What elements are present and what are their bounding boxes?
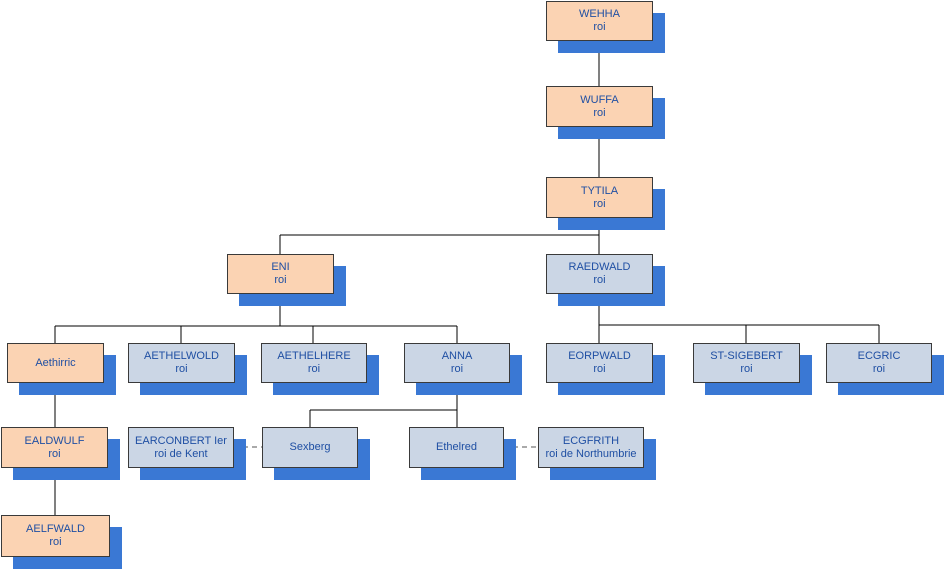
node-title: roi de Kent — [154, 447, 208, 460]
node-st-sigebert: ST-SIGEBERT roi — [693, 343, 800, 383]
node-name: ST-SIGEBERT — [710, 350, 783, 362]
node-aethirric: Aethirric — [7, 343, 104, 383]
node-sexberg: Sexberg — [262, 427, 358, 468]
node-title: roi — [593, 363, 606, 375]
node-name: RAEDWALD — [568, 261, 631, 273]
node-name: EORPWALD — [568, 350, 631, 362]
node-raedwald: RAEDWALD roi — [546, 254, 653, 294]
node-title: roi — [593, 274, 606, 286]
node-aethelhere: AETHELHERE roi — [261, 343, 367, 383]
node-tytila: TYTILA roi — [546, 177, 653, 218]
node-anna: ANNA roi — [404, 343, 510, 383]
node-name: Aethirric — [35, 356, 76, 369]
node-name: WUFFA — [580, 93, 619, 106]
node-title: roi — [48, 447, 61, 460]
node-eorpwald: EORPWALD roi — [546, 343, 653, 383]
node-wuffa: WUFFA roi — [546, 86, 653, 127]
node-name: AELFWALD — [26, 523, 85, 535]
node-aelfwald: AELFWALD roi — [1, 515, 110, 557]
node-title: roi — [307, 363, 321, 375]
node-name: ENI — [271, 261, 290, 273]
node-aethelwold: AETHELWOLD roi — [128, 343, 235, 383]
node-eni: ENI roi — [227, 254, 334, 294]
node-name: EARCONBERT Ier — [135, 434, 227, 447]
node-title: roi — [872, 363, 886, 375]
node-title: roi — [593, 197, 606, 210]
node-name: ECGRIC — [857, 350, 901, 362]
node-earconbert: EARCONBERT Ier roi de Kent — [128, 427, 234, 468]
node-name: EALDWULF — [24, 434, 85, 447]
node-name: AETHELHERE — [277, 350, 351, 362]
node-title: roi — [175, 363, 188, 375]
node-name: Sexberg — [289, 441, 331, 453]
node-ethelred: Ethelred — [409, 427, 504, 468]
node-title: roi — [593, 21, 606, 33]
node-title: roi — [49, 536, 62, 548]
node-ealdwulf: EALDWULF roi — [1, 427, 108, 468]
node-title: roi — [450, 363, 464, 375]
node-name: WEHHA — [579, 8, 620, 20]
node-name: TYTILA — [580, 184, 619, 197]
node-name: ECGFRITH — [562, 434, 620, 447]
node-wehha: WEHHA roi — [546, 1, 653, 41]
node-title: roi de Northumbrie — [545, 447, 637, 460]
node-title: roi — [593, 106, 606, 119]
node-ecgric: ECGRIC roi — [826, 343, 932, 383]
node-ecgfrith: ECGFRITH roi de Northumbrie — [538, 427, 644, 468]
node-title: roi — [274, 274, 287, 286]
node-name: Ethelred — [436, 441, 477, 453]
node-title: roi — [740, 363, 753, 375]
node-name: AETHELWOLD — [144, 350, 219, 362]
node-name: ANNA — [441, 350, 473, 362]
